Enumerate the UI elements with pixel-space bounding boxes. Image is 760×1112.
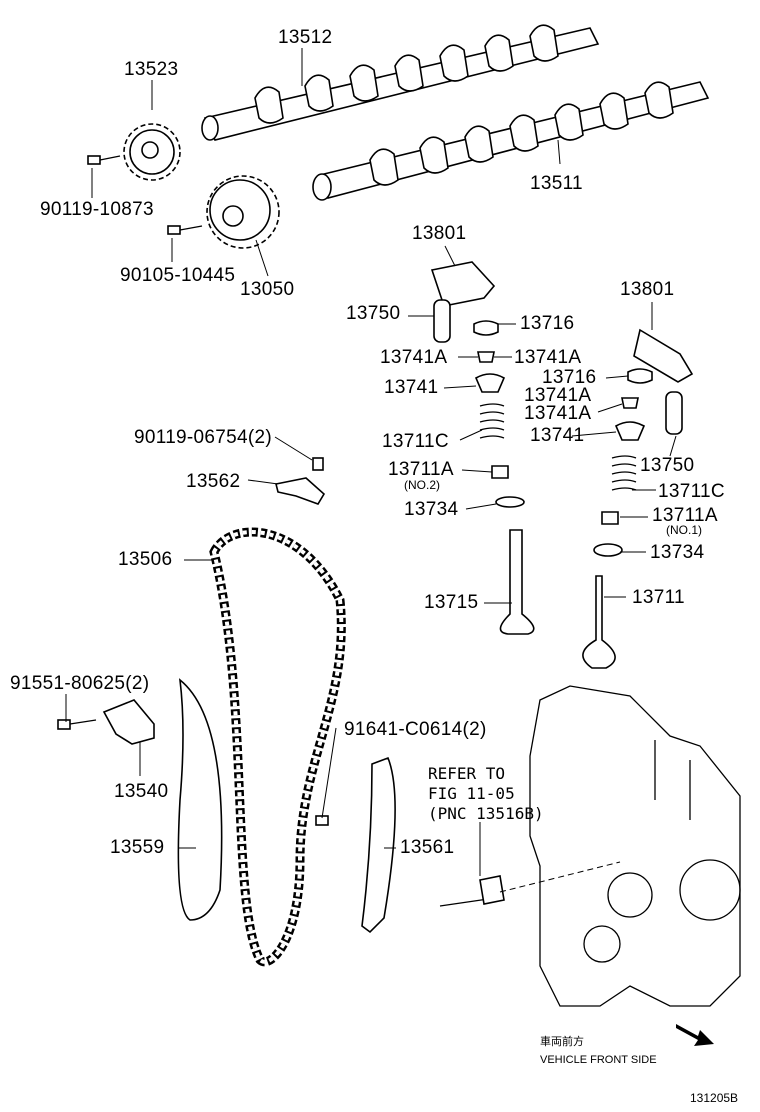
oil-jet — [439, 875, 505, 907]
label-13523: 13523 — [124, 59, 179, 80]
label-13711: 13711 — [632, 587, 685, 608]
bolt-90105-10445 — [167, 225, 203, 235]
refer-note-line-1: REFER TO — [428, 764, 506, 783]
label-13801-exhaust: 13801 — [620, 279, 675, 300]
chain-vibration-damper — [275, 457, 326, 505]
label-13715: 13715 — [424, 592, 479, 613]
engine-block — [529, 685, 741, 1007]
refer-note-line-3: (PNC 13516B) — [428, 804, 544, 823]
vehicle-front-english: VEHICLE FRONT SIDE — [540, 1054, 657, 1066]
figure-code: 131205B — [690, 1091, 739, 1105]
label-13716-exhaust: 13716 — [542, 367, 597, 388]
chain-tensioner-slipper — [177, 678, 223, 921]
label-13711A-intake: 13711A — [388, 459, 454, 480]
label-13741A-left: 13741A — [380, 347, 448, 368]
label-13711C-intake: 13711C — [382, 431, 449, 452]
label-13562: 13562 — [186, 471, 241, 492]
label-13741-exhaust: 13741 — [530, 425, 585, 446]
camshaft-timing-gear — [206, 175, 280, 249]
label-90119-10873: 90119-10873 — [40, 199, 154, 220]
label-13711A-exhaust: 13711A — [652, 505, 718, 526]
label-13734-exhaust: 13734 — [650, 542, 705, 563]
label-13512: 13512 — [278, 27, 333, 48]
label-13711A-intake-sub: (NO.2) — [404, 478, 440, 492]
chain-guide — [315, 756, 396, 934]
vehicle-front-arrow — [676, 1024, 714, 1046]
chain-tensioner — [57, 699, 155, 745]
label-13050: 13050 — [240, 279, 295, 300]
label-13750-exhaust: 13750 — [640, 455, 695, 476]
refer-note-line-2: FIG 11-05 — [428, 784, 515, 803]
timing-chain — [209, 527, 346, 967]
label-13741A-right: 13741A — [514, 347, 582, 368]
valve-train-exhaust — [582, 328, 694, 669]
label-91551-80625: 91551-80625(2) — [10, 673, 150, 694]
label-13801-intake: 13801 — [412, 223, 467, 244]
label-13561: 13561 — [400, 837, 455, 858]
label-13506: 13506 — [118, 549, 173, 570]
label-13741A-exhaust-2: 13741A — [524, 403, 592, 424]
label-13711C-exhaust: 13711C — [658, 481, 725, 502]
label-13540: 13540 — [114, 781, 169, 802]
label-13750-intake: 13750 — [346, 303, 401, 324]
label-13741A-exhaust-1: 13741A — [524, 385, 592, 406]
label-13741-intake: 13741 — [384, 377, 439, 398]
label-13716-intake: 13716 — [520, 313, 575, 334]
vehicle-front-japanese: 車両前方 — [540, 1036, 584, 1048]
label-91641-C0614: 91641-C0614(2) — [344, 719, 487, 740]
camshaft-intake — [312, 81, 710, 201]
camshaft-exhaust — [201, 24, 600, 141]
label-13511: 13511 — [530, 173, 583, 194]
valve-train-intake — [430, 261, 535, 635]
bolt-90119-10873 — [87, 155, 121, 165]
label-90119-06754: 90119-06754(2) — [134, 427, 273, 448]
leader-lines — [65, 48, 677, 876]
label-13559: 13559 — [110, 837, 165, 858]
camshaft-sprocket — [123, 123, 181, 181]
label-13711A-exhaust-sub: (NO.1) — [666, 523, 702, 537]
label-90105-10445: 90105-10445 — [120, 265, 236, 286]
label-13734-intake: 13734 — [404, 499, 459, 520]
